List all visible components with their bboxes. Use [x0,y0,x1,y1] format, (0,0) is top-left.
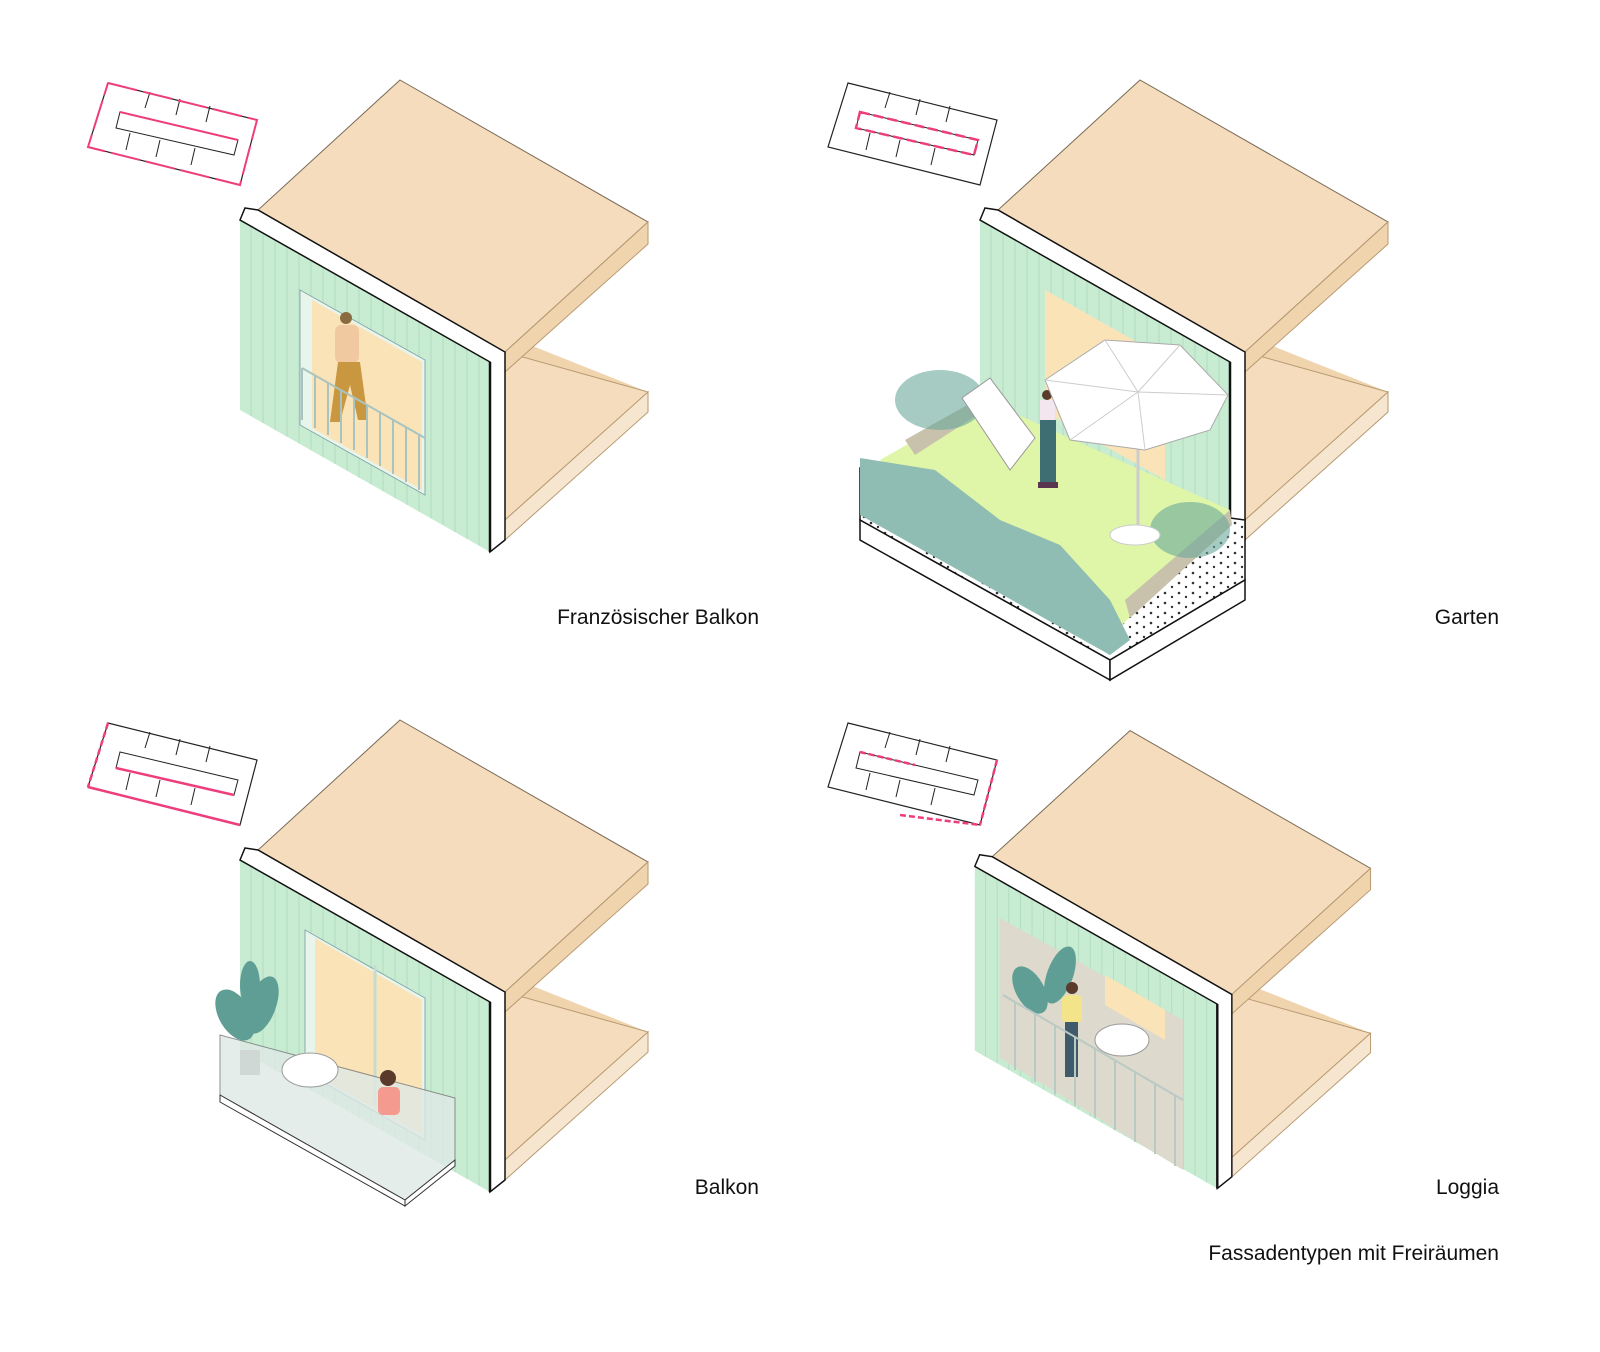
railing [1002,994,1184,1166]
module-loggia [827,722,1372,1190]
garden-terrace [859,370,1246,682]
label-garden: Garten [1434,606,1499,629]
site-plan [827,722,998,826]
person-icon [378,1070,400,1115]
table-icon [1094,1023,1150,1057]
plants-icon [895,370,985,430]
plants-icon [1150,502,1230,558]
module-balcony [86,718,650,1208]
railing [301,367,426,490]
module-garden [827,78,1390,682]
label-french-balcony: Französischer Balkon [557,606,759,629]
balcony-slab [219,1034,456,1208]
parasol-icon [1044,339,1229,546]
site-plan [87,722,258,826]
plant-icon [215,961,279,1075]
module-french-balcony [86,78,650,554]
person-icon [1038,390,1058,488]
person-icon [330,312,368,422]
label-balcony: Balkon [694,1176,759,1199]
plant-icon [1012,946,1076,1014]
site-plan [87,82,258,186]
figure-caption: Fassadentypen mit Freiräumen [1208,1242,1499,1265]
table-icon [281,1052,339,1088]
site-plan [827,82,998,186]
deck-chair-icon [961,377,1036,471]
label-loggia: Loggia [1435,1176,1499,1199]
